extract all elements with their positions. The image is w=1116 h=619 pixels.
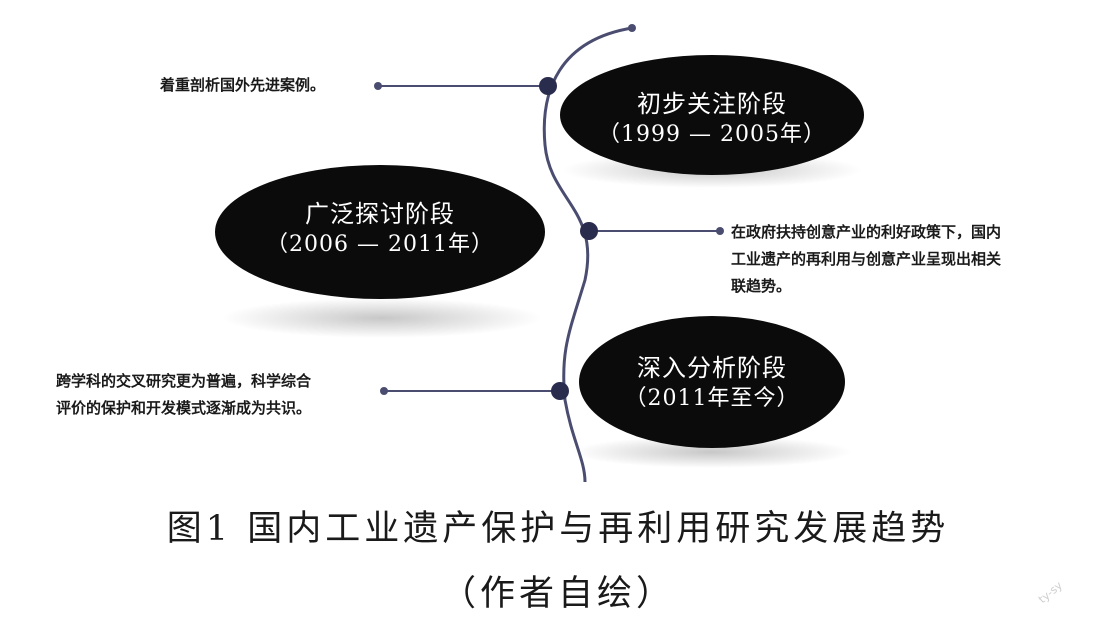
timeline-node-3: [551, 382, 569, 400]
figure-caption: 图1 国内工业遗产保护与再利用研究发展趋势: [166, 509, 950, 549]
stage-2-shadow: [222, 298, 542, 338]
stage-3-period: （2011年至今）: [624, 386, 800, 412]
stage-3-shadow: [572, 436, 852, 468]
stage-1-ellipse: [560, 55, 864, 175]
note-3-line-2: 评价的保护和开发模式逐渐成为共识。: [56, 399, 312, 417]
stage-3-ellipse: [579, 316, 845, 448]
stage-3-label: 深入分析阶段 （2011年至今）: [579, 352, 845, 414]
figure-caption-source: （作者自绘）: [440, 574, 675, 614]
stage-2-ellipse: [215, 165, 545, 299]
note-2-line-3: 联趋势。: [731, 277, 792, 295]
connector-3-end-dot: [380, 387, 388, 395]
note-2-line-2: 工业遗产的再利用与创意产业呈现出相关: [731, 250, 1002, 268]
note-2: 在政府扶持创意产业的利好政策下，国内 工业遗产的再利用与创意产业呈现出相关 联趋…: [731, 219, 1076, 300]
stage-1-title: 初步关注阶段: [637, 90, 787, 118]
note-1-line-1: 着重剖析国外先进案例。: [160, 76, 326, 94]
stage-2-title: 广泛探讨阶段: [305, 200, 455, 228]
stage-1-label: 初步关注阶段 （1999 — 2005年）: [560, 88, 864, 150]
note-1: 着重剖析国外先进案例。: [160, 72, 375, 99]
stage-3-title: 深入分析阶段: [637, 354, 787, 382]
note-3: 跨学科的交叉研究更为普遍，科学综合 评价的保护和开发模式逐渐成为共识。: [56, 368, 376, 422]
timeline-node-2: [580, 222, 598, 240]
note-2-line-1: 在政府扶持创意产业的利好政策下，国内: [731, 223, 1002, 241]
stage-2-label: 广泛探讨阶段 （2006 — 2011年）: [215, 198, 545, 260]
timeline-start-dot: [628, 24, 636, 32]
stage-1-period: （1999 — 2005年）: [598, 122, 826, 148]
stage-2-period: （2006 — 2011年）: [266, 232, 494, 258]
timeline-node-1: [539, 77, 557, 95]
note-3-line-1: 跨学科的交叉研究更为普遍，科学综合: [56, 372, 312, 390]
connector-1-end-dot: [374, 82, 382, 90]
connector-2-end-dot: [716, 227, 724, 235]
